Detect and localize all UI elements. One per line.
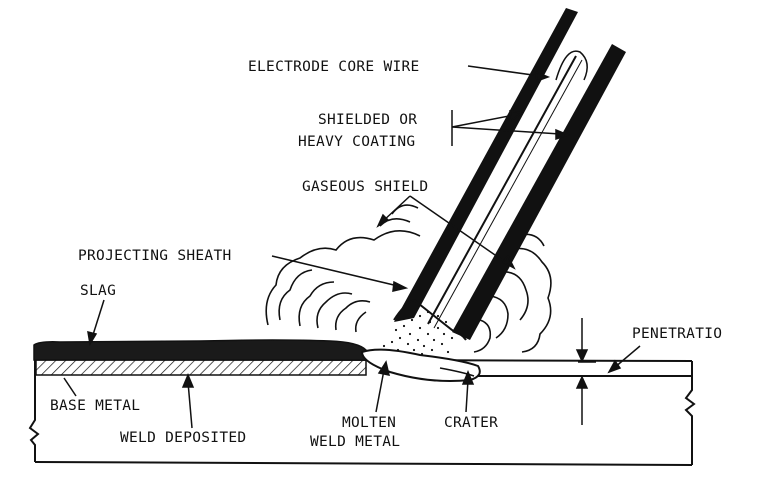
crater [439,367,475,377]
leader-lines [63,65,641,429]
coating-left-wall [394,8,578,322]
electrode [393,8,626,341]
coating-right-wall [452,44,626,340]
slag-layer [33,339,367,361]
label-weld-metal: WELD METAL [310,434,400,450]
label-shielded-or: SHIELDED OR [318,112,417,128]
label-penetration: PENETRATIO [632,326,722,342]
molten-weld-pool [360,348,481,382]
core-wire [427,55,577,325]
label-base-metal: BASE METAL [50,398,140,414]
label-electrode-core-wire: ELECTRODE CORE WIRE [248,59,420,75]
label-slag: SLAG [80,283,116,299]
label-crater: CRATER [444,415,498,431]
label-projecting-sheath: PROJECTING SHEATH [78,248,232,264]
label-gaseous-shield: GASEOUS SHIELD [302,179,428,195]
projecting-sheath [393,298,467,341]
label-weld-deposited: WELD DEPOSITED [120,430,246,446]
weld-deposited-band [35,359,367,376]
gaseous-shield-cloud [265,204,552,353]
label-heavy-coating: HEAVY COATING [298,134,415,150]
label-molten: MOLTEN [342,415,396,431]
arc-spray [382,310,454,356]
